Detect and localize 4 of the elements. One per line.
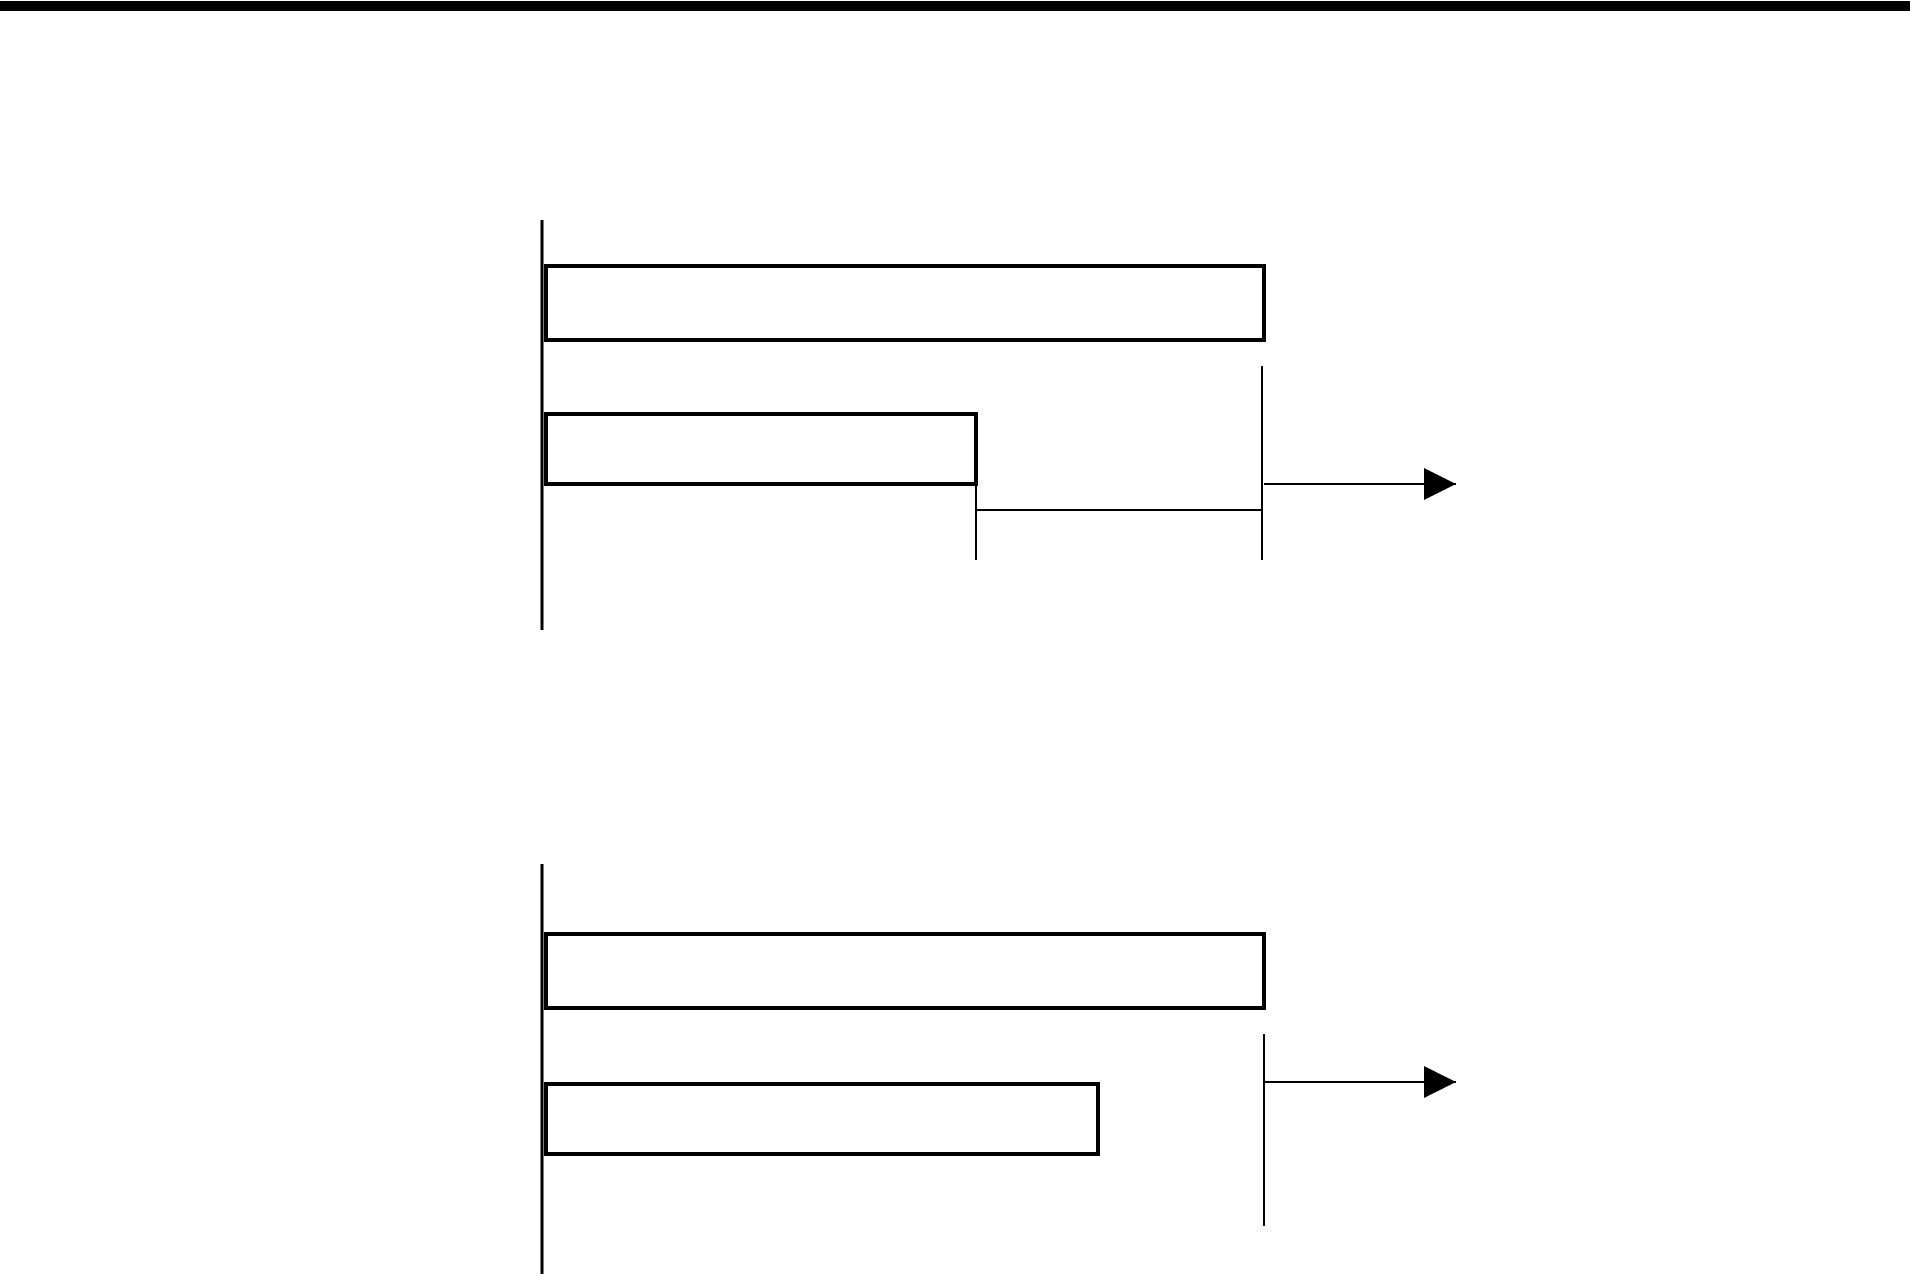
bar (544, 264, 1266, 342)
bar (544, 412, 978, 486)
bar (544, 932, 1266, 1010)
bar (544, 1082, 1100, 1156)
